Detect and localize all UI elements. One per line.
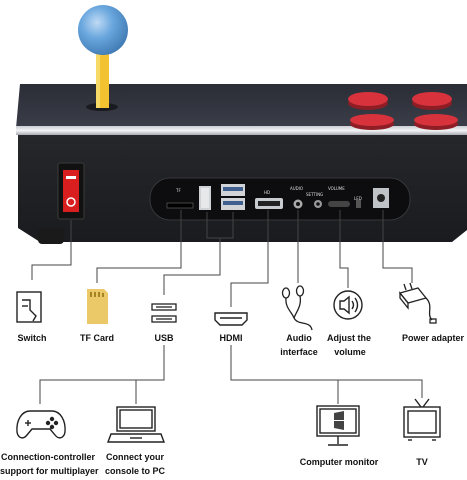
label-switch: Switch bbox=[17, 333, 47, 343]
connector-lines bbox=[31, 210, 423, 404]
port-mark-led: LED bbox=[354, 196, 362, 201]
label-usb: USB bbox=[154, 333, 174, 343]
label-controller-line1: Connection-controller bbox=[1, 452, 95, 462]
power-switch bbox=[57, 162, 85, 220]
speaker-icon bbox=[333, 290, 363, 320]
console-foot bbox=[38, 228, 64, 244]
port-mark-volume: VOLUME bbox=[328, 186, 345, 191]
usb-icon bbox=[151, 303, 177, 323]
label-audio-line2: interface bbox=[280, 347, 318, 357]
monitor-icon bbox=[316, 405, 360, 446]
hdmi-icon bbox=[214, 312, 248, 326]
line-usb bbox=[163, 238, 221, 295]
line-tf bbox=[96, 210, 182, 283]
label-pc-line2: console to PC bbox=[104, 466, 165, 476]
label-power-adapter: Power adapter bbox=[401, 333, 465, 343]
red-action-buttons bbox=[348, 92, 458, 130]
line-power bbox=[382, 210, 413, 283]
switch-icon bbox=[16, 291, 42, 323]
earphone-icon bbox=[281, 285, 313, 331]
line-switch bbox=[31, 220, 72, 280]
console-top-surface bbox=[16, 84, 467, 128]
label-audio-line1: Audio bbox=[286, 333, 312, 343]
arcade-console bbox=[16, 5, 467, 244]
line-hdmi-split bbox=[230, 345, 423, 398]
label-adjust-line1: Adjust the bbox=[327, 333, 371, 343]
port-mark-tf: TF bbox=[176, 188, 181, 193]
label-hdmi: HDMI bbox=[219, 333, 243, 343]
port-panel bbox=[149, 177, 411, 221]
port-mark-hdmi: HD bbox=[264, 190, 271, 195]
joystick bbox=[78, 5, 128, 111]
tf-card-icon bbox=[87, 289, 108, 324]
line-volume bbox=[339, 210, 349, 288]
label-pc-line1: Connect your bbox=[105, 452, 164, 462]
label-tv: TV bbox=[416, 457, 428, 467]
line-usb-split bbox=[39, 345, 165, 404]
port-mark-audio: AUDIO bbox=[290, 186, 304, 191]
gamepad-icon bbox=[16, 410, 66, 439]
line-hdmi bbox=[230, 210, 269, 307]
label-adjust-line2: volume bbox=[334, 347, 366, 357]
label-monitor: Computer monitor bbox=[299, 457, 379, 467]
tv-icon bbox=[403, 398, 441, 441]
laptop-icon bbox=[106, 406, 166, 443]
metal-strip bbox=[16, 126, 467, 135]
port-mark-setting: SETTING bbox=[306, 192, 324, 197]
label-controller-line2: support for multiplayer bbox=[0, 466, 99, 476]
power-adapter-icon bbox=[398, 282, 437, 324]
label-tf-card: TF Card bbox=[79, 333, 114, 343]
